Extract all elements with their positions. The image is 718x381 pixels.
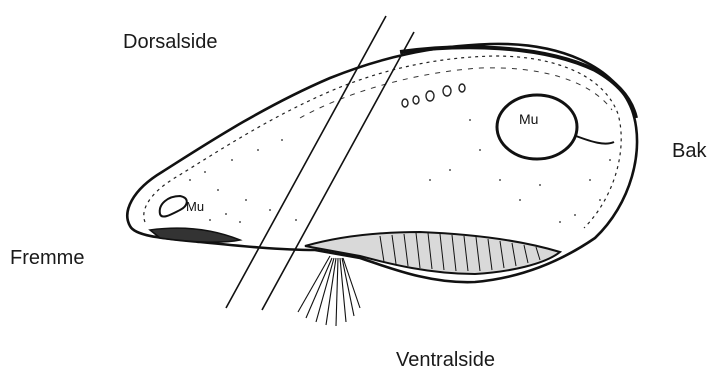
anterior-ventral-patch	[150, 228, 240, 242]
posterior-muscle-label: Mu	[519, 111, 538, 127]
ventral-fringe	[305, 232, 560, 274]
byssus-threads	[298, 256, 360, 326]
posterior-adductor-muscle	[497, 95, 577, 159]
dorsal-label: Dorsalside	[123, 31, 217, 54]
shell-inner-line	[144, 56, 621, 228]
mantle-edge	[300, 68, 612, 118]
posterior-label: Bak	[672, 140, 706, 163]
section-line-left	[226, 16, 386, 308]
anterior-muscle-label: Mu	[186, 199, 204, 214]
dorsal-edge	[400, 47, 636, 118]
stipple-shading	[189, 119, 611, 223]
anterior-label: Fremme	[10, 247, 84, 270]
ventral-label: Ventralside	[396, 349, 495, 372]
muscle-scar-line	[576, 136, 614, 144]
shell-pores	[402, 84, 465, 107]
anterior-adductor-muscle	[160, 196, 187, 217]
